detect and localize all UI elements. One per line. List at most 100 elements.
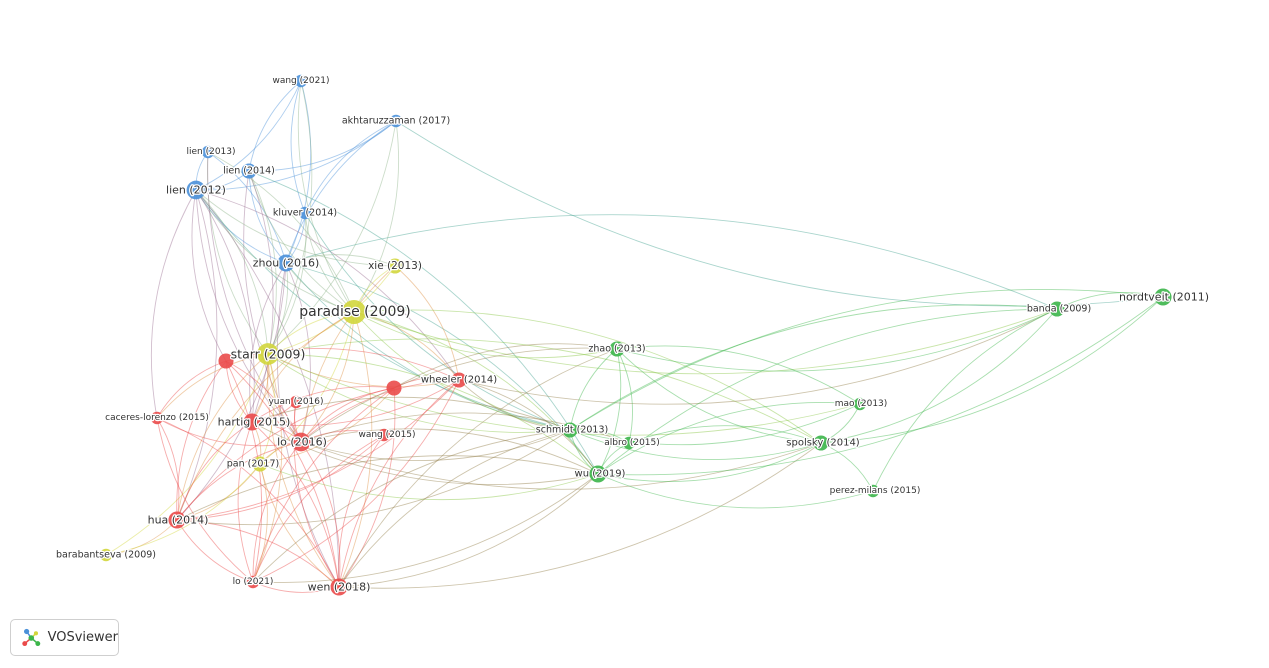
node-label-zhou2016[interactable]: zhou (2016) (251, 255, 320, 271)
network-link (252, 463, 268, 583)
node-redB[interactable] (386, 380, 402, 396)
network-link (259, 463, 340, 588)
node-label-lien2012[interactable]: lien (2012) (165, 182, 227, 198)
node-label-schmidt2013[interactable]: schmidt (2013) (535, 423, 610, 437)
node-wu2019[interactable] (589, 465, 607, 483)
node-albro2015[interactable] (622, 436, 636, 450)
node-label-wang2021[interactable]: wang (2021) (271, 75, 331, 88)
network-link (248, 170, 355, 313)
node-label-wen2018[interactable]: wen (2018) (306, 579, 371, 595)
network-link (195, 189, 571, 431)
network-link (156, 353, 269, 419)
node-label-lo2016[interactable]: lo (2016) (276, 434, 328, 450)
node-lien2012[interactable] (186, 180, 206, 200)
node-wheeler2014[interactable] (451, 372, 467, 388)
node-zhao2013[interactable] (609, 341, 625, 357)
node-label-albro2015[interactable]: albro (2015) (603, 437, 661, 450)
network-link (338, 348, 618, 588)
node-label-akht2017[interactable]: akhtaruzzaman (2017) (341, 114, 452, 128)
node-caceres2015[interactable] (150, 411, 164, 425)
node-barab2009[interactable] (99, 548, 113, 562)
node-zhou2016[interactable] (277, 254, 295, 272)
node-xie2013[interactable] (387, 258, 403, 274)
node-label-caceres2015[interactable]: caceres-lorenzo (2015) (104, 412, 210, 425)
network-link (597, 442, 822, 483)
node-label-wu2019[interactable]: wu (2019) (573, 467, 627, 481)
node-label-lo2021[interactable]: lo (2021) (231, 576, 274, 589)
node-label-lien2014[interactable]: lien (2014) (222, 164, 276, 178)
node-hartig2015[interactable] (243, 413, 261, 431)
node-mao2013[interactable] (853, 397, 867, 411)
node-wang2021[interactable] (294, 74, 308, 88)
node-lien2014[interactable] (241, 163, 257, 179)
node-yuan2016[interactable] (289, 395, 303, 409)
node-banda2009[interactable] (1049, 301, 1065, 317)
network-link (458, 379, 571, 431)
network-link (293, 401, 340, 588)
node-label-lien2013[interactable]: lien (2013) (185, 146, 237, 159)
node-label-hua2014[interactable]: hua (2014) (146, 512, 209, 528)
node-label-xie2013[interactable]: xie (2013) (367, 259, 423, 274)
node-label-perez2015[interactable]: perez-milans (2015) (828, 485, 921, 498)
node-label-hartig2015[interactable]: hartig (2015) (216, 414, 291, 430)
network-link (176, 441, 302, 521)
node-spolsky2014[interactable] (813, 435, 829, 451)
node-label-barab2009[interactable]: barabantseva (2009) (55, 548, 158, 562)
network-link (569, 403, 861, 446)
network-link (267, 338, 822, 444)
network-link (353, 309, 822, 444)
network-link (267, 353, 599, 475)
network-link (252, 473, 599, 583)
network-link (225, 360, 263, 583)
node-label-wang2015[interactable]: wang (2015) (357, 429, 417, 442)
node-label-pan2017[interactable]: pan (2017) (226, 457, 281, 471)
node-lo2021[interactable] (246, 575, 260, 589)
node-wen2018[interactable] (330, 578, 348, 596)
node-wang2015[interactable] (377, 428, 391, 442)
node-pan2017[interactable] (252, 456, 268, 472)
network-link (195, 80, 302, 191)
network-link (150, 189, 197, 419)
node-perez2015[interactable] (866, 484, 880, 498)
node-label-wheeler2014[interactable]: wheeler (2014) (420, 373, 499, 387)
network-link (300, 441, 822, 490)
network-link (458, 379, 599, 475)
network-link (259, 311, 355, 465)
network-link (300, 429, 571, 461)
network-link (338, 379, 460, 588)
network-link (300, 441, 341, 588)
node-label-yuan2016[interactable]: yuan (2016) (267, 396, 325, 409)
network-link (252, 353, 283, 583)
network-link (394, 265, 460, 381)
node-akht2017[interactable] (389, 114, 403, 128)
node-label-kluver2014[interactable]: kluver (2014) (272, 206, 339, 220)
node-label-spolsky2014[interactable]: spolsky (2014) (785, 436, 861, 450)
network-link (616, 348, 633, 444)
network-link (251, 386, 395, 423)
network-link (338, 442, 822, 589)
node-label-banda2009[interactable]: banda (2009) (1026, 302, 1093, 316)
node-label-paradise2009[interactable]: paradise (2009) (298, 303, 412, 322)
node-paradise2009[interactable] (341, 299, 367, 325)
network-link (304, 120, 397, 214)
network-link (225, 360, 302, 443)
network-link (237, 421, 254, 583)
node-nordt2011[interactable] (1154, 288, 1172, 306)
node-starr2009[interactable] (257, 343, 279, 365)
network-link (176, 379, 460, 521)
node-redA[interactable] (218, 353, 234, 369)
node-label-mao2013[interactable]: mao (2013) (833, 398, 888, 411)
network-link (207, 151, 269, 355)
network-link (285, 262, 311, 443)
node-kluver2014[interactable] (298, 206, 312, 220)
node-schmidt2013[interactable] (562, 422, 578, 438)
node-label-zhao2013[interactable]: zhao (2013) (587, 342, 647, 356)
node-label-starr2009[interactable]: starr (2009) (229, 345, 306, 363)
node-label-nordt2011[interactable]: nordtveit (2011) (1118, 289, 1211, 305)
node-lien2013[interactable] (201, 145, 215, 159)
network-link (259, 463, 599, 501)
network-link (285, 120, 397, 264)
node-lo2016[interactable] (291, 432, 311, 452)
node-hua2014[interactable] (168, 511, 186, 529)
